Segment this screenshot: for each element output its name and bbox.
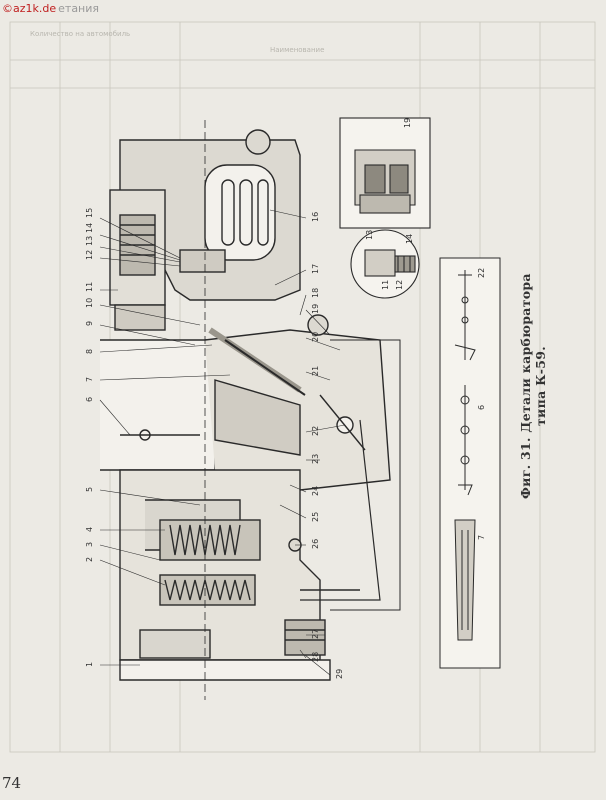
callout-label: 4 [85, 527, 94, 532]
callout-label: 22 [311, 426, 320, 436]
callout-label: 17 [311, 264, 320, 274]
callout-label: 14 [85, 223, 94, 233]
callout-leaders [99, 209, 346, 676]
callout-label: 27 [311, 629, 320, 639]
callout-label: 21 [311, 366, 320, 376]
detail-label: 19 [403, 118, 412, 128]
detail-label: 12 [395, 280, 404, 290]
callout-label: 3 [85, 542, 94, 547]
detail-jet-19 [339, 117, 431, 229]
table-header-name: Наименование [270, 46, 324, 54]
callout-label: 25 [311, 512, 320, 522]
figure-caption: Фиг. 31. Детали карбюратора типа К-59. [518, 273, 548, 499]
detail-label: 13 [365, 230, 374, 240]
callout-label: 18 [311, 288, 320, 298]
running-header: етания [58, 2, 100, 15]
page-number: 74 [2, 774, 22, 792]
callout-label: 11 [85, 282, 94, 292]
detail-label: 14 [405, 234, 414, 244]
detail-needle-valve [350, 229, 420, 299]
callout-label: 6 [85, 397, 94, 402]
callout-label: 7 [85, 377, 94, 382]
callout-label: 12 [85, 250, 94, 260]
callout-label: 16 [311, 212, 320, 222]
callout-label: 20 [311, 332, 320, 342]
callout-label: 23 [311, 454, 320, 464]
detail-label: 6 [477, 405, 486, 410]
callout-label: 24 [311, 486, 320, 496]
callout-label: 2 [85, 557, 94, 562]
callouts-right: 16 17 18 19 20 21 22 23 24 25 26 27 28 2… [311, 212, 344, 679]
callout-label: 28 [311, 652, 320, 662]
callout-label: 15 [85, 208, 94, 218]
callout-label: 9 [85, 321, 94, 326]
callout-label: 10 [85, 298, 94, 308]
callout-label: 19 [311, 304, 320, 314]
table-header-qty: Количество на автомобиль [30, 30, 130, 38]
watermark-site: ©az1k.de [2, 2, 57, 15]
detail-label: 11 [381, 280, 390, 290]
detail-parts-panel [439, 257, 501, 669]
callout-label: 5 [85, 487, 94, 492]
detail-label: 7 [477, 535, 486, 540]
callout-label: 8 [85, 349, 94, 354]
callout-label: 26 [311, 539, 320, 549]
callout-label: 29 [335, 669, 344, 679]
callouts-left: 15 14 13 12 11 10 9 8 7 6 5 4 3 2 1 [85, 208, 94, 667]
carburetor-body [100, 120, 401, 700]
callout-label: 1 [85, 662, 94, 667]
detail-label: 22 [477, 268, 486, 278]
callout-label: 13 [85, 236, 94, 246]
